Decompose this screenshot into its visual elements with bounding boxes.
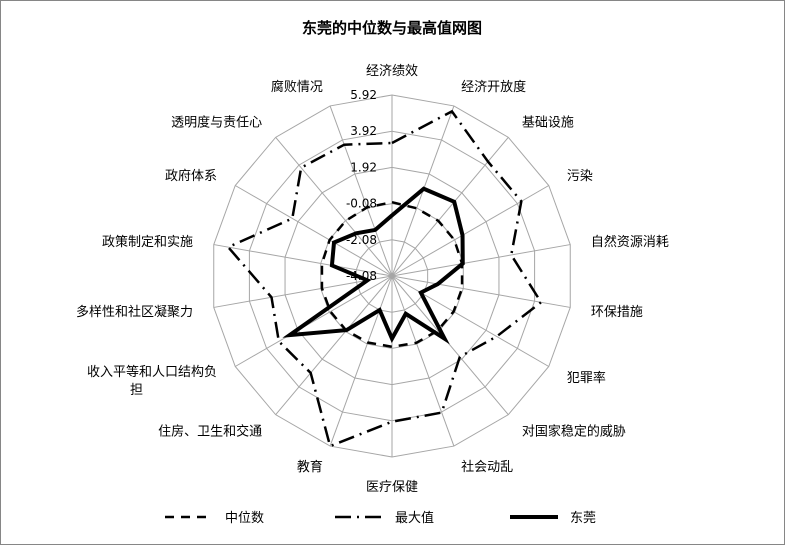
grid [213,94,571,458]
category-label: 基础设施 [522,115,574,130]
radial-tick-label: -0.08 [346,197,377,211]
legend-item: 中位数 [165,511,264,526]
grid-spoke [234,185,393,277]
category-label: 犯罪率 [567,370,606,386]
grid-spoke [275,137,393,277]
grid-spoke [391,275,509,415]
category-label: 多样性和社区凝聚力 [76,304,193,320]
legend-label: 东莞 [570,511,596,526]
category-label: 环保措施 [591,305,643,320]
category-label: 医疗保健 [366,480,418,495]
category-label: 对国家稳定的威胁 [522,424,626,440]
legend: 中位数 最大值 东莞 [165,510,596,526]
grid-spoke [391,185,550,277]
category-label: 自然资源消耗 [591,234,669,250]
legend-item: 最大值 [335,510,434,526]
category-label: 污染 [567,169,593,184]
grid-spoke [391,244,571,277]
grid-spoke [275,275,393,415]
grid-spoke [329,275,393,447]
grid-spoke [391,275,455,447]
grid-spoke [391,137,509,277]
series-1-line [226,109,543,448]
category-labels: 经济绩效经济开放度基础设施污染自然资源消耗环保措施犯罪率对国家稳定的威胁社会动乱… [76,64,669,495]
radial-tick-label: 5.92 [350,88,377,102]
series-0-line [320,200,464,349]
legend-label: 最大值 [395,510,434,526]
chart-title: 东莞的中位数与最高值网图 [302,19,482,37]
category-label: 经济绩效 [366,64,418,79]
legend-item: 东莞 [510,511,596,526]
radial-tick-label: 1.92 [350,160,377,174]
category-label: 收入平等和人口结构负担 [87,364,217,398]
category-label: 教育 [297,459,323,475]
category-label: 政府体系 [165,169,217,184]
radial-tick-label: -4.08 [346,269,377,283]
category-label: 腐败情况 [271,80,323,95]
category-label: 社会动乱 [461,459,513,475]
category-label: 经济开放度 [461,79,526,95]
grid-spoke [391,275,550,367]
radial-ticks: 5.92 3.92 1.92 -0.08 -2.08 -4.08 [346,88,377,283]
grid-spoke [329,105,393,277]
category-label: 政策制定和实施 [102,234,193,250]
series-group [226,109,543,448]
radial-tick-label: -2.08 [346,233,377,247]
category-label: 住房、卫生和交通 [158,424,262,440]
grid-spoke [234,275,393,367]
series-2-line [282,186,465,345]
grid-spoke [213,275,393,308]
legend-label: 中位数 [225,511,264,526]
category-label: 透明度与责任心 [171,114,262,130]
radial-tick-label: 3.92 [350,124,377,138]
grid-spoke [213,244,393,277]
